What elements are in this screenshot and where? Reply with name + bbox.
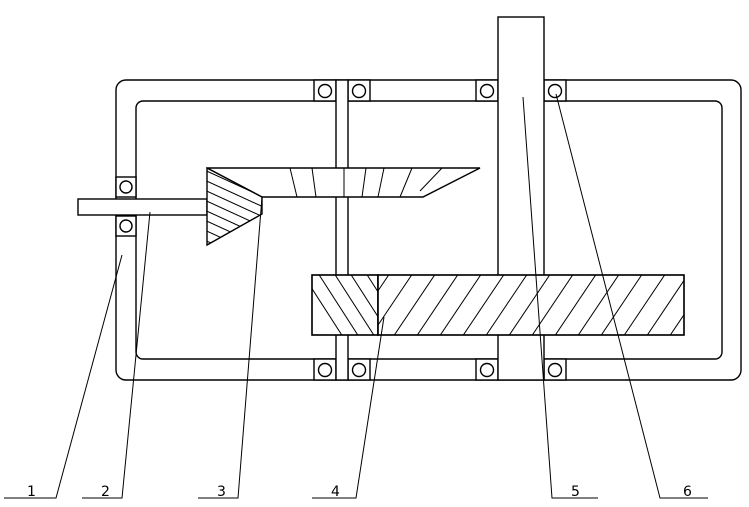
bearing-out-bottom-left [475,358,499,381]
leader-line-1 [4,254,123,499]
spur-gear-large [377,274,685,336]
input-shaft [77,198,208,216]
bearing-out-top-right [543,79,567,102]
spur-gear-small [311,274,379,336]
bearing-out-bottom-right [543,358,567,381]
bearing-left-bottom [115,215,137,237]
callout-5: 5 [571,484,580,500]
bearings [115,79,567,381]
leader-line-2 [82,211,151,499]
bearing-mid-bottom-right [347,358,371,381]
bearing-mid-top-right [347,79,371,102]
bearing-mid-top-left [313,79,337,102]
bearing-out-top-left [475,79,499,102]
callout-6: 6 [683,484,692,500]
leader-line-3 [198,196,263,499]
bevel-gear-large [206,167,481,198]
bearing-left-top [115,176,137,198]
callout-3: 3 [217,484,226,500]
leader-line-6 [555,93,708,499]
callout-4: 4 [331,484,340,500]
bearing-mid-bottom-left [313,358,337,381]
leader-lines [4,93,708,499]
callout-1: 1 [27,484,36,500]
leader-line-4 [312,316,385,499]
leader-line-5 [522,96,598,499]
callout-2: 2 [101,484,110,500]
callout-labels: 1 2 3 4 5 6 [27,484,692,500]
